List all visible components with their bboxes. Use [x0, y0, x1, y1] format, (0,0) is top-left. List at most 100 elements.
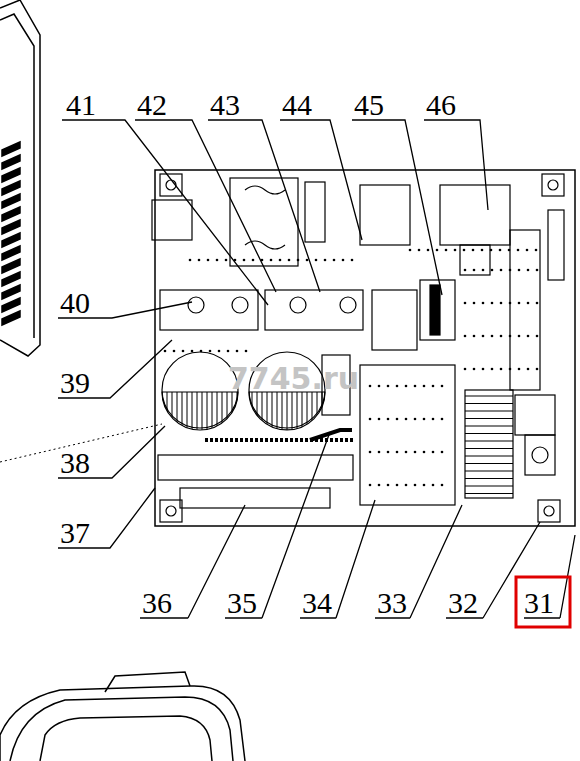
heatsink-fin — [465, 470, 513, 471]
heatsink-fin — [465, 493, 513, 494]
solder-dot — [279, 259, 282, 262]
solder-dot — [414, 451, 417, 454]
solder-dot — [405, 451, 408, 454]
solder-dot — [207, 259, 210, 262]
callout-number: 43 — [210, 90, 240, 120]
solder-dot — [436, 249, 439, 252]
solder-dot — [236, 350, 239, 353]
vent-slot — [2, 142, 20, 156]
solder-dot — [482, 368, 485, 371]
solder-dot — [491, 302, 494, 305]
solder-dot — [481, 249, 484, 252]
housing — [0, 0, 40, 356]
callout-number: 44 — [282, 90, 312, 120]
solder-dot — [473, 335, 476, 338]
solder-dot — [198, 259, 201, 262]
callout-number: 34 — [302, 588, 332, 618]
vent-slot — [2, 220, 20, 234]
solder-dot — [369, 484, 372, 487]
vent-slot — [2, 246, 20, 260]
callout-number: 35 — [227, 588, 257, 618]
solder-dot — [245, 350, 248, 353]
solder-dot — [509, 269, 512, 272]
solder-dot — [297, 259, 300, 262]
solder-dot — [509, 368, 512, 371]
solder-dot — [441, 385, 444, 388]
vent-slot — [2, 311, 20, 325]
solder-dot — [189, 259, 192, 262]
corner-pads — [160, 174, 564, 522]
solder-dot — [216, 259, 219, 262]
leader-lines — [58, 120, 575, 618]
solder-dot — [324, 259, 327, 262]
callout-number: 32 — [448, 588, 478, 618]
heatsink-fin — [465, 463, 513, 464]
solder-dot — [536, 302, 539, 305]
solder-dot — [414, 385, 417, 388]
solder-dot — [270, 259, 273, 262]
callout-number: 37 — [60, 518, 90, 548]
solder-dot — [441, 484, 444, 487]
heatsink-fin — [465, 448, 513, 449]
vent-slot — [2, 285, 20, 299]
solder-dot — [378, 451, 381, 454]
handle — [0, 672, 245, 761]
highlight-box — [516, 577, 570, 627]
solder-dot — [463, 249, 466, 252]
solder-dot — [227, 350, 230, 353]
solder-dot — [536, 368, 539, 371]
solder-dot — [173, 350, 176, 353]
vent-slot — [2, 272, 20, 286]
solder-dot — [464, 269, 467, 272]
solder-dot — [414, 484, 417, 487]
callout-number: 39 — [60, 368, 90, 398]
solder-dot — [518, 368, 521, 371]
solder-dot — [491, 368, 494, 371]
solder-dot — [351, 259, 354, 262]
solder-dot — [536, 335, 539, 338]
solder-dot — [500, 368, 503, 371]
solder-dot — [527, 269, 530, 272]
callout-number: 31 — [524, 588, 554, 618]
heatsink-fin — [465, 485, 513, 486]
solder-dot — [405, 418, 408, 421]
heatsink-fin — [465, 433, 513, 434]
solder-dot — [409, 249, 412, 252]
vent-slot — [2, 168, 20, 182]
solder-dot — [225, 259, 228, 262]
solder-dot — [423, 385, 426, 388]
solder-dot — [288, 259, 291, 262]
solder-dot — [333, 259, 336, 262]
solder-dot — [518, 269, 521, 272]
solder-dot — [378, 418, 381, 421]
solder-dot — [405, 484, 408, 487]
solder-dot — [396, 418, 399, 421]
solder-dot — [315, 259, 318, 262]
vent-slot — [2, 298, 20, 312]
solder-dot — [427, 249, 430, 252]
solder-dot — [387, 484, 390, 487]
solder-dot — [432, 451, 435, 454]
callout-number: 33 — [377, 588, 407, 618]
solder-dot — [491, 269, 494, 272]
heatsink-fin — [465, 403, 513, 404]
solder-dot — [500, 335, 503, 338]
callout-number: 42 — [137, 90, 167, 120]
solder-dot — [526, 249, 529, 252]
heatsink-fin — [465, 440, 513, 441]
callout-number: 45 — [354, 90, 384, 120]
vent-slot — [2, 181, 20, 195]
solder-dot — [396, 385, 399, 388]
solder-dot — [508, 249, 511, 252]
heatsink-fin — [465, 425, 513, 426]
solder-dot — [490, 249, 493, 252]
solder-dot — [536, 269, 539, 272]
solder-dot — [414, 418, 417, 421]
pcb — [152, 170, 575, 526]
solder-dot — [491, 335, 494, 338]
solder-dot — [441, 451, 444, 454]
solder-dot — [387, 451, 390, 454]
solder-dot — [441, 418, 444, 421]
solder-dot — [432, 418, 435, 421]
